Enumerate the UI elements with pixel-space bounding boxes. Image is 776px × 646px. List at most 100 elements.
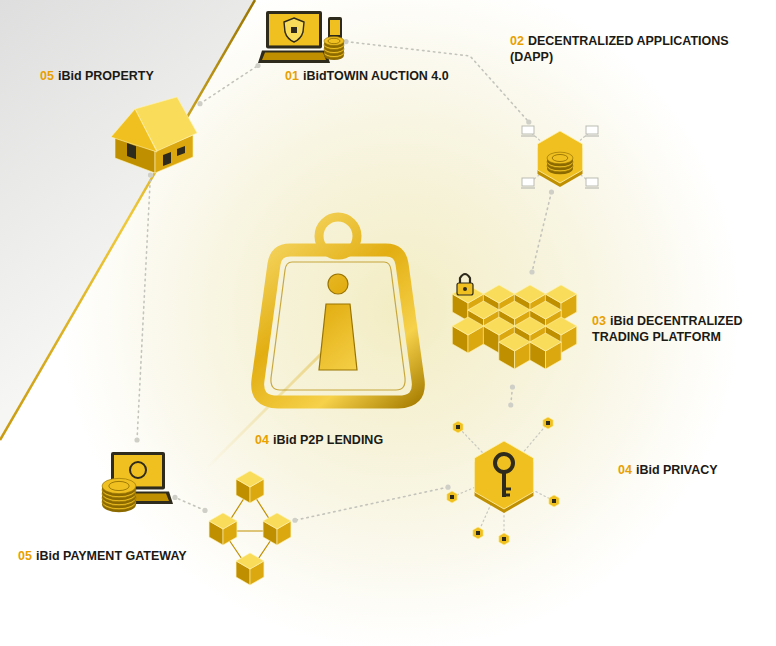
item-name: DECENTRALIZED APPLICATIONS (DAPP)	[510, 34, 729, 64]
icon-part	[236, 471, 264, 487]
connector-dot	[134, 437, 139, 442]
dotted-connector	[175, 497, 205, 510]
dotted-connector	[200, 65, 258, 103]
item-icon	[205, 465, 295, 595]
icon-part	[263, 513, 291, 529]
item-icon	[95, 440, 175, 520]
icon-part	[537, 131, 582, 183]
tag-outline	[258, 250, 419, 402]
connector-dot	[197, 101, 202, 106]
icon-part	[499, 333, 530, 351]
logo-dot	[328, 274, 348, 294]
icon-part	[457, 283, 473, 295]
item-number: 03	[592, 314, 606, 328]
icon-part	[499, 533, 509, 545]
center-logo	[258, 217, 419, 402]
icon-part	[330, 20, 340, 35]
connector-dot	[202, 508, 207, 513]
connector-dot	[148, 172, 153, 177]
item-label: 02DECENTRALIZED APPLICATIONS (DAPP)	[510, 33, 735, 66]
icon-part	[476, 531, 480, 535]
connector-dot	[172, 495, 177, 500]
item-name: iBid PAYMENT GATEWAY	[36, 549, 187, 563]
item-label: 05 iBid PAYMENT GATEWAY	[18, 548, 187, 564]
icon-group	[452, 274, 576, 369]
dotted-connector	[532, 192, 551, 272]
ecosystem-item: 05iBid PAYMENT GATEWAY	[95, 440, 175, 520]
icon-part	[545, 285, 576, 303]
item-icon	[448, 272, 588, 387]
icon-part	[291, 27, 297, 33]
icon-group	[102, 452, 173, 512]
ecosystem-item: 05iBid PROPERTY	[105, 95, 200, 175]
icon-part	[328, 17, 342, 39]
icon-part	[266, 11, 322, 48]
icon-part	[543, 417, 553, 429]
icon-part	[504, 488, 511, 491]
icon-part	[453, 421, 463, 433]
connector-dot	[255, 63, 260, 68]
icon-group	[447, 417, 559, 545]
icon-part	[530, 301, 561, 319]
dotted-connector	[137, 175, 150, 440]
icon-part	[258, 50, 330, 63]
item-number: 05	[40, 69, 54, 83]
item-label: 03iBid DECENTRALIZED TRADING PLATFORM	[592, 313, 757, 346]
icon-part	[522, 126, 534, 134]
icon-group	[258, 11, 344, 63]
icon-part	[552, 154, 568, 161]
tag-ring	[319, 217, 357, 255]
item-number: 01	[285, 69, 299, 83]
item-name: iBid P2P LENDING	[273, 433, 383, 447]
connector-dot	[526, 119, 531, 124]
connector-dot	[510, 384, 515, 389]
item-label: 01 iBidTOWIN AUCTION 4.0	[285, 68, 449, 84]
item-label: 04iBid PRIVACY	[618, 462, 718, 478]
icon-part	[502, 472, 506, 497]
dotted-connector	[511, 387, 513, 405]
icon-part	[586, 178, 598, 186]
icon-part	[483, 317, 514, 335]
icon-part	[546, 421, 550, 425]
icon-part	[499, 301, 530, 319]
gold-stroke	[0, 0, 255, 440]
ecosystem-item: 01iBidTOWIN AUCTION 4.0	[258, 5, 346, 68]
ecosystem-item: 02DECENTRALIZED APPLICATIONS (DAPP)	[520, 122, 600, 192]
diagonal-band	[0, 0, 255, 440]
item-number: 05	[18, 549, 32, 563]
icon-part	[284, 18, 304, 42]
icon-part	[475, 441, 534, 509]
icon-part	[177, 146, 185, 156]
icon-part	[585, 135, 599, 136]
icon-part	[530, 333, 561, 351]
item-icon	[448, 405, 560, 545]
item-number: 04	[255, 433, 269, 447]
item-icon	[258, 5, 346, 68]
item-label: 05 iBid PROPERTY	[40, 68, 154, 84]
item-icon	[520, 122, 600, 192]
icon-part	[452, 317, 483, 335]
icon-part	[545, 317, 576, 335]
item-label: 04 iBid P2P LENDING	[255, 432, 383, 448]
item-name: iBid PROPERTY	[58, 69, 154, 83]
item-name: iBidTOWIN AUCTION 4.0	[303, 69, 449, 83]
icon-group	[521, 126, 599, 188]
ecosystem-item: 04iBid P2P LENDING	[205, 465, 295, 595]
icon-part	[521, 187, 535, 188]
item-name: iBid PRIVACY	[636, 463, 718, 477]
icon-part	[473, 527, 483, 539]
icon-part	[163, 152, 171, 166]
ecosystem-item: 03iBid DECENTRALIZED TRADING PLATFORM	[448, 272, 588, 387]
connector-dot	[508, 402, 513, 407]
icon-part	[450, 495, 454, 499]
icon-part	[328, 38, 340, 43]
icon-part	[102, 478, 136, 493]
icon-part	[522, 178, 534, 186]
icon-part	[236, 553, 264, 569]
item-name: iBid DECENTRALIZED TRADING PLATFORM	[592, 314, 743, 344]
icon-part	[130, 462, 146, 478]
icon-part	[586, 126, 598, 134]
connector-dot	[292, 518, 297, 523]
icon-part	[552, 499, 556, 503]
